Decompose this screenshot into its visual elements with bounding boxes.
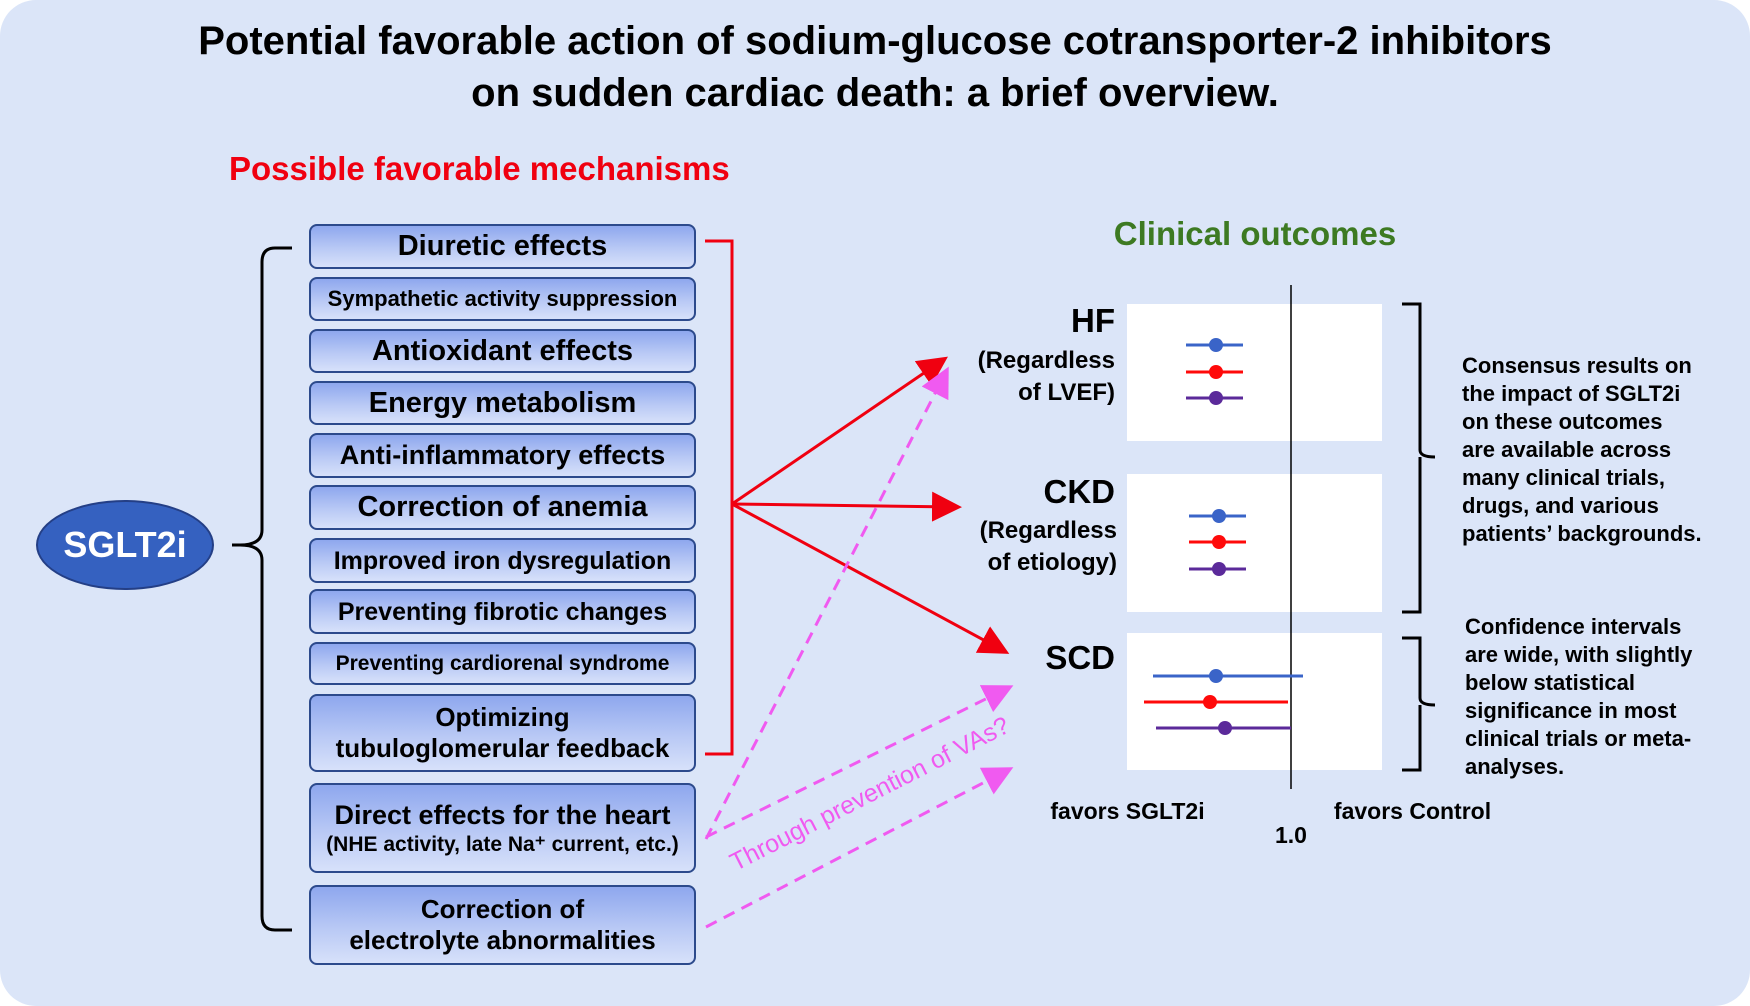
axis-left-label: favors SGLT2i: [1050, 798, 1205, 824]
axis-reference-tick: 1.0: [1275, 822, 1307, 848]
mechanism-box: Preventing cardiorenal syndrome: [309, 642, 696, 685]
estimate-point-scd: [1218, 721, 1232, 735]
note-line: patients’ backgrounds.: [1462, 521, 1702, 546]
note-line: on these outcomes: [1462, 409, 1663, 434]
outcome-ckd: CKD: [1043, 473, 1116, 510]
mechanism-box: Anti-inflammatory effects: [309, 433, 696, 478]
note-line: many clinical trials,: [1462, 465, 1665, 490]
note-line: clinical trials or meta-: [1465, 726, 1692, 751]
estimate-point-scd: [1203, 695, 1217, 709]
arrow-to-ckd: [731, 491, 962, 522]
mechanisms-heading: Possible favorable mechanisms: [229, 150, 730, 187]
mechanism-label: Anti-inflammatory effects: [339, 440, 666, 471]
mechanism-sublabel: electrolyte abnormalities: [349, 925, 656, 955]
estimate-point-hf: [1209, 338, 1223, 352]
mechanism-box: Improved iron dysregulation: [309, 538, 696, 583]
mechanism-label: Direct effects for the heart: [334, 800, 671, 831]
mechanism-box: Diuretic effects: [309, 224, 696, 269]
consensus-note: Consensus results on the impact of SGLT2i…: [1462, 352, 1702, 548]
axis-right-label: favors Control: [1333, 798, 1492, 824]
mechanism-label: Optimizing: [435, 701, 570, 732]
outcome-ckd-sub: (Regardless of etiology): [980, 515, 1117, 579]
hf-sub1: (Regardless: [977, 347, 1115, 374]
note-line: the impact of SGLT2i: [1462, 381, 1681, 406]
outcome-scd: SCD: [1045, 639, 1115, 676]
estimate-point-ckd: [1212, 509, 1226, 523]
mechanism-label: Preventing fibrotic changes: [337, 597, 668, 626]
outcome-hf-sub: (Regardless of LVEF): [978, 345, 1115, 409]
hf-panel: [1127, 304, 1382, 441]
title-line-1: Potential favorable action of sodium-glu…: [198, 19, 1552, 63]
note-line: are wide, with slightly: [1465, 642, 1693, 667]
dashed-arrow-to-hf: [704, 366, 949, 840]
title-line-2: on sudden cardiac death: a brief overvie…: [471, 71, 1279, 115]
mechanism-sublabel: tubuloglomerular feedback: [335, 733, 670, 763]
mechanism-sublabel: (NHE activity, late Na⁺ current, etc.): [326, 832, 679, 856]
mechanism-label: Antioxidant effects: [371, 334, 634, 367]
hf-sub2: of LVEF): [1018, 379, 1115, 406]
estimate-point-ckd: [1212, 562, 1226, 576]
ckd-sub2: of etiology): [987, 549, 1117, 576]
note-line: drugs, and various: [1462, 493, 1659, 518]
dashed-arrow-to-scd-1: [705, 685, 1014, 839]
note-line: below statistical: [1465, 670, 1635, 695]
estimate-point-scd: [1209, 669, 1223, 683]
ci-note: Confidence intervals are wide, with sligh…: [1465, 613, 1692, 781]
right-brace-consensus: [1402, 302, 1436, 614]
ckd-panel: [1127, 474, 1382, 612]
estimate-point-ckd: [1212, 535, 1226, 549]
red-bracket: [705, 239, 734, 756]
mechanism-label: Correction of anemia: [357, 491, 648, 524]
mechanism-box: Correction of anemia: [309, 485, 696, 530]
note-line: Confidence intervals: [1465, 614, 1682, 639]
dashed-arrow-to-scd-2: [705, 767, 1014, 929]
note-line: significance in most: [1465, 698, 1677, 723]
left-brace: [232, 246, 292, 932]
mechanism-label: Energy metabolism: [368, 386, 637, 419]
estimate-point-hf: [1209, 391, 1223, 405]
estimate-point-hf: [1209, 365, 1223, 379]
ckd-sub1: (Regardless: [979, 517, 1117, 544]
outcomes-heading: Clinical outcomes: [1113, 215, 1397, 252]
note-line: are available across: [1462, 437, 1672, 462]
mechanism-label: Diuretic effects: [397, 230, 608, 263]
mechanism-box: Antioxidant effects: [309, 329, 696, 373]
mechanism-box: Preventing fibrotic changes: [309, 589, 696, 634]
sglt2i-node: SGLT2i: [36, 500, 214, 590]
outcome-hf: HF: [1071, 302, 1115, 339]
note-line: analyses.: [1465, 754, 1565, 779]
mechanism-label: Preventing cardiorenal syndrome: [335, 651, 670, 675]
note-line: Consensus results on: [1462, 353, 1692, 378]
arrow-to-scd: [731, 502, 1010, 654]
mechanism-box: Sympathetic activity suppression: [309, 277, 696, 321]
mechanism-label: Improved iron dysregulation: [333, 546, 672, 575]
mechanism-box: Direct effects for the heart(NHE activit…: [309, 783, 696, 873]
figure-title: Potential favorable action of sodium-glu…: [0, 15, 1750, 119]
mechanism-label: Correction of: [420, 893, 585, 924]
mechanism-box: Energy metabolism: [309, 381, 696, 425]
arrow-to-hf: [731, 356, 948, 506]
right-brace-ci: [1402, 636, 1436, 772]
mechanism-label: Sympathetic activity suppression: [327, 285, 678, 311]
